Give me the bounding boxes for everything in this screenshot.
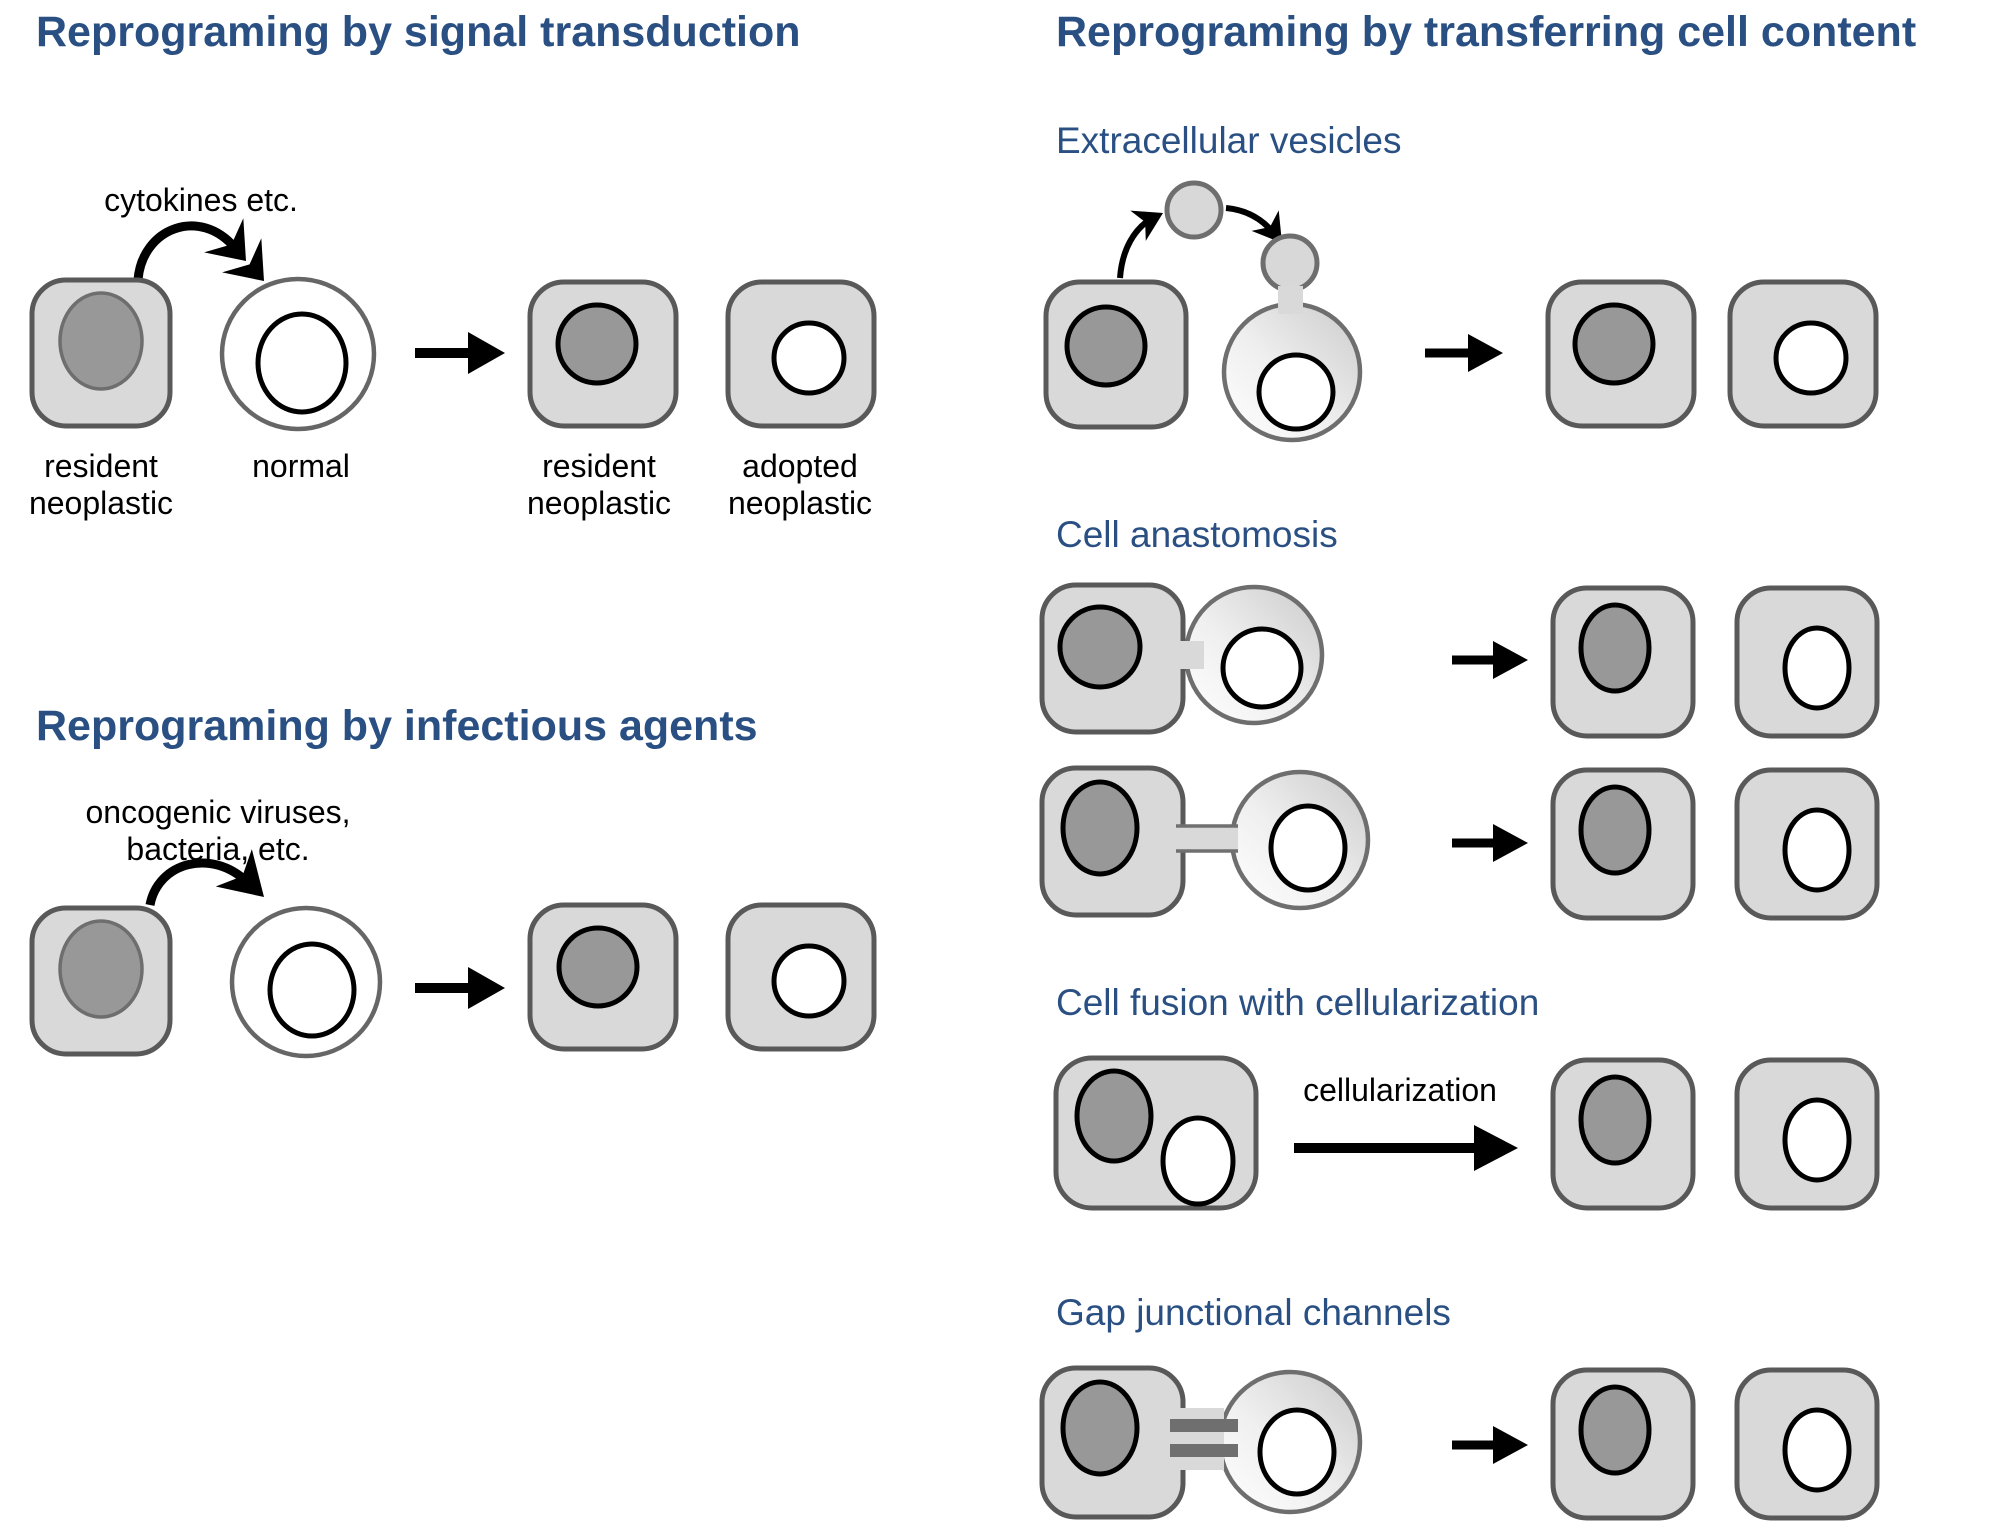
adopted-neoplastic-result-cell bbox=[1734, 767, 1880, 921]
anastomosis-tube bbox=[1176, 824, 1238, 853]
donor-neoplastic-cell bbox=[1043, 279, 1189, 430]
cell-anastomosis-tube-diagram bbox=[1039, 765, 1880, 921]
resident-neoplastic-result-cell bbox=[1550, 767, 1696, 921]
vesicle-transfer-arrow-icon bbox=[1225, 205, 1282, 243]
adopted-neoplastic-result-cell bbox=[1727, 279, 1879, 429]
result-arrow-icon bbox=[415, 332, 505, 374]
adopted-neoplastic-result-cell bbox=[725, 279, 877, 429]
adopted-neoplastic-result-cell bbox=[725, 902, 877, 1052]
partner-cell bbox=[1229, 769, 1371, 911]
adopted-neoplastic-result-cell bbox=[1734, 1367, 1880, 1521]
adopted-neoplastic-result-cell bbox=[1734, 585, 1880, 739]
oncogenic-agents-label: oncogenic viruses, bacteria, etc. bbox=[85, 794, 351, 867]
anastomosis-bridge bbox=[1170, 641, 1204, 669]
normal-cell bbox=[219, 276, 377, 432]
result-arrow-icon bbox=[1452, 824, 1528, 862]
label-normal: normal bbox=[252, 448, 350, 484]
free-vesicle-icon bbox=[1164, 180, 1224, 240]
fused-cell bbox=[1053, 1055, 1259, 1211]
normal-cell bbox=[229, 905, 383, 1059]
resident-neoplastic-cell bbox=[29, 277, 173, 429]
label-resident-neoplastic-result: resident neoplastic bbox=[526, 448, 672, 521]
subsection-title-extracellular-vesicles: Extracellular vesicles bbox=[1056, 120, 1402, 161]
resident-neoplastic-result-cell bbox=[1545, 279, 1697, 429]
result-arrow-icon bbox=[1452, 641, 1528, 679]
donor-neoplastic-cell bbox=[1039, 765, 1186, 918]
label-resident-neoplastic-source: resident neoplastic bbox=[28, 448, 174, 521]
cytokines-label: cytokines etc. bbox=[104, 182, 298, 218]
section-title-signal-transduction: Reprograming by signal transduction bbox=[36, 8, 801, 56]
resident-neoplastic-result-cell bbox=[1550, 1367, 1696, 1521]
vesicle-release-arrow-icon bbox=[1117, 210, 1163, 279]
extracellular-vesicles-diagram bbox=[1043, 180, 1879, 443]
resident-neoplastic-result-cell bbox=[527, 902, 679, 1052]
partner-cell bbox=[1217, 1369, 1363, 1515]
adopted-neoplastic-result-cell bbox=[1734, 1057, 1880, 1211]
subsection-title-cell-anastomosis: Cell anastomosis bbox=[1056, 514, 1338, 555]
section-title-transferring-cell-content: Reprograming by transferring cell conten… bbox=[1056, 8, 1917, 56]
result-arrow-icon bbox=[1425, 334, 1503, 372]
gap-junction-diagram bbox=[1039, 1365, 1880, 1521]
label-adopted-neoplastic-result: adopted neoplastic bbox=[727, 448, 873, 521]
partner-cell-nucleus bbox=[1220, 626, 1304, 710]
signal-transduction-diagram bbox=[29, 218, 877, 432]
gap-junction-channels-icon bbox=[1170, 1408, 1238, 1470]
subsection-title-gap-junctional-channels: Gap junctional channels bbox=[1056, 1292, 1451, 1333]
cell-fusion-diagram bbox=[1053, 1055, 1880, 1211]
result-arrow-icon bbox=[1452, 1426, 1528, 1464]
section-title-infectious-agents: Reprograming by infectious agents bbox=[36, 702, 758, 750]
cytokines-arrow-icon bbox=[133, 218, 264, 281]
resident-neoplastic-result-cell bbox=[1550, 1057, 1696, 1211]
infection-arrow-icon bbox=[145, 849, 264, 907]
recipient-cell-with-vesicle bbox=[1221, 233, 1363, 443]
cellularization-arrow-icon bbox=[1294, 1125, 1518, 1171]
donor-neoplastic-cell bbox=[1039, 1365, 1186, 1520]
result-arrow-icon bbox=[415, 967, 505, 1009]
resident-neoplastic-cell bbox=[29, 905, 173, 1057]
resident-neoplastic-result-cell bbox=[527, 279, 679, 429]
subsection-title-cell-fusion: Cell fusion with cellularization bbox=[1056, 982, 1540, 1023]
resident-neoplastic-result-cell bbox=[1550, 585, 1696, 739]
infectious-agents-diagram bbox=[29, 849, 877, 1059]
donor-neoplastic-cell bbox=[1039, 582, 1186, 735]
cellularization-label: cellularization bbox=[1303, 1072, 1497, 1108]
cell-anastomosis-contact-diagram bbox=[1039, 582, 1880, 739]
